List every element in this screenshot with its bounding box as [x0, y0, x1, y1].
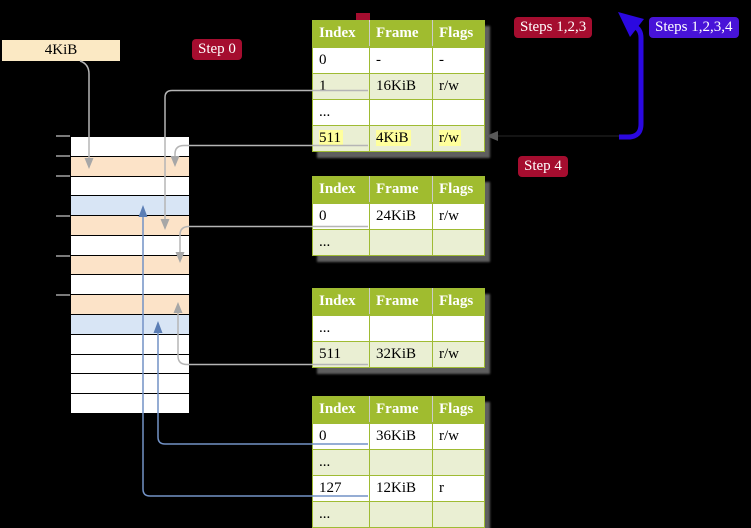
frame-cell: 36KiB [369, 422, 433, 450]
memory-tick [56, 155, 70, 157]
flags-cell [432, 501, 485, 528]
hidden-label-fragment [356, 13, 370, 22]
table-row: ... [312, 229, 485, 256]
column-header-index: Index [312, 396, 370, 424]
frame-cell: 32KiB [369, 341, 433, 368]
table-row: 0-- [312, 46, 485, 74]
memory-row-page [71, 315, 189, 335]
steps123-label: Steps 1,2,3 [514, 17, 593, 38]
index-cell: 511 [312, 125, 370, 152]
flags-cell [432, 449, 485, 476]
memory-row-page [71, 196, 189, 217]
column-header-flags: Flags [432, 288, 485, 316]
memory-row-none [71, 394, 189, 413]
flags-cell: - [432, 46, 485, 74]
index-cell: 511 [312, 341, 370, 368]
column-header-flags: Flags [432, 396, 485, 424]
index-cell: 0 [312, 46, 370, 74]
column-header-frame: Frame [369, 20, 433, 48]
table-row: ... [312, 314, 485, 342]
column-header-flags: Flags [432, 176, 485, 204]
flags-cell: r/w [432, 202, 485, 230]
column-header-flags: Flags [432, 20, 485, 48]
memory-row-none [71, 374, 189, 395]
memory-row-none [71, 137, 189, 157]
memory-tick [56, 175, 70, 177]
table-row: ... [312, 99, 485, 126]
column-header-frame: Frame [369, 288, 433, 316]
flags-cell: r/w [432, 422, 485, 450]
frame-cell [369, 314, 433, 342]
memory-row-frame [71, 216, 189, 236]
memory-tick [56, 215, 70, 217]
index-cell: ... [312, 314, 370, 342]
frame-cell: 16KiB [369, 73, 433, 100]
frame-cell [369, 99, 433, 126]
column-header-index: Index [312, 288, 370, 316]
index-cell: ... [312, 449, 370, 476]
memory-row-none [71, 334, 189, 355]
memory-row-none [71, 275, 189, 296]
index-cell: 127 [312, 475, 370, 502]
loop-arrow [618, 12, 644, 140]
memory-row-frame [71, 255, 189, 276]
index-cell: ... [312, 99, 370, 126]
step0-label: Step 0 [192, 39, 242, 60]
memory-row-none [71, 235, 189, 256]
flags-cell: r/w [432, 73, 485, 100]
memory-row-frame [71, 156, 189, 177]
frame-cell [369, 501, 433, 528]
flags-cell [432, 314, 485, 342]
index-cell: 1 [312, 73, 370, 100]
flags-cell: r/w [432, 125, 485, 152]
index-cell: ... [312, 501, 370, 528]
memory-column [70, 136, 190, 414]
column-header-frame: Frame [369, 176, 433, 204]
connector-loop-to-table1 [486, 131, 619, 141]
memory-tick [56, 255, 70, 257]
memory-row-none [71, 354, 189, 375]
step4-label: Step 4 [518, 156, 568, 177]
index-cell: 0 [312, 202, 370, 230]
frame-size-label: 4KiB [2, 40, 120, 61]
flags-cell: r [432, 475, 485, 502]
index-cell: 0 [312, 422, 370, 450]
column-header-index: Index [312, 20, 370, 48]
flags-cell: r/w [432, 341, 485, 368]
memory-tick [56, 294, 70, 296]
memory-tick [56, 135, 70, 137]
memory-row-none [71, 176, 189, 197]
flags-cell [432, 99, 485, 126]
frame-cell: 4KiB [369, 125, 433, 152]
flags-cell [432, 229, 485, 256]
frame-cell [369, 229, 433, 256]
steps1234-label: Steps 1,2,3,4 [649, 17, 739, 38]
frame-cell: 24KiB [369, 202, 433, 230]
column-header-index: Index [312, 176, 370, 204]
column-header-frame: Frame [369, 396, 433, 424]
table-row: ... [312, 449, 485, 476]
index-cell: ... [312, 229, 370, 256]
frame-cell: 12KiB [369, 475, 433, 502]
memory-row-frame [71, 295, 189, 316]
table-row: ... [312, 501, 485, 528]
frame-cell: - [369, 46, 433, 74]
frame-cell [369, 449, 433, 476]
